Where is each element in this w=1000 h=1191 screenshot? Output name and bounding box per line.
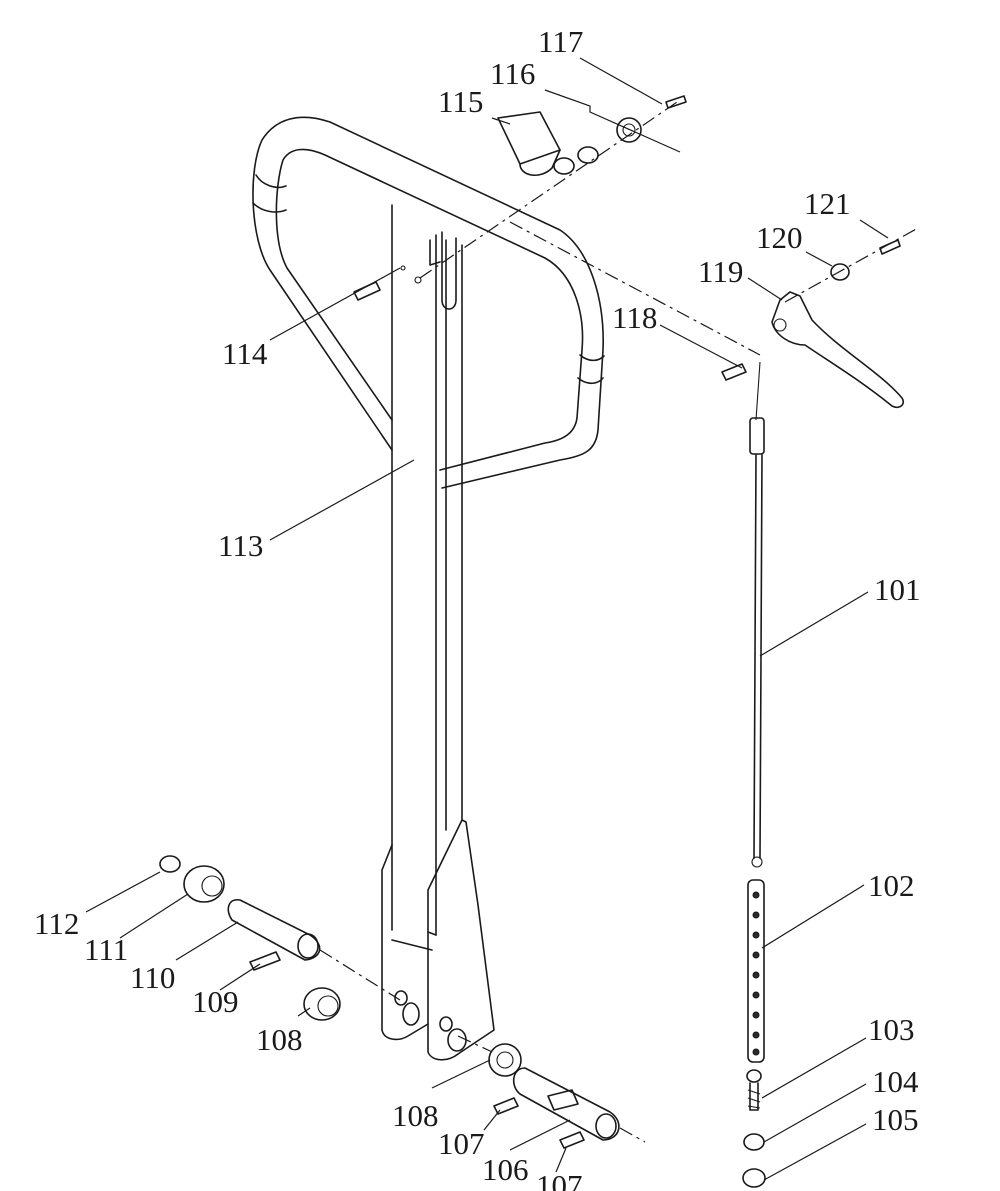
callout-107-lower: 107	[536, 1168, 583, 1191]
callout-109: 109	[192, 984, 239, 1019]
callout-105: 105	[872, 1102, 919, 1137]
chain-links	[752, 891, 760, 1056]
top-bracket-assembly	[419, 95, 687, 279]
callout-117: 117	[538, 24, 583, 59]
lower-right-axle-parts	[457, 1035, 646, 1149]
callout-102: 102	[868, 868, 915, 903]
callout-121: 121	[804, 186, 851, 221]
callout-114: 114	[222, 336, 268, 371]
callout-108-right: 108	[392, 1098, 439, 1133]
handle-frame	[252, 116, 605, 1061]
callout-labels: 117 116 115 121 120 119 118 114 113 101 …	[34, 24, 921, 1191]
callout-103: 103	[868, 1012, 915, 1047]
callout-113: 113	[218, 528, 263, 563]
callout-120: 120	[756, 220, 803, 255]
callout-112: 112	[34, 906, 79, 941]
pin-114	[353, 265, 422, 301]
callout-104: 104	[872, 1064, 919, 1099]
callout-110: 110	[130, 960, 175, 995]
leader-lines	[85, 57, 889, 1181]
callout-111: 111	[84, 932, 128, 967]
lever-assembly	[509, 221, 919, 409]
lower-left-axle-parts	[159, 855, 453, 1032]
callout-116: 116	[490, 56, 535, 91]
callout-101: 101	[874, 572, 921, 607]
callout-119: 119	[698, 254, 743, 289]
callout-108-left: 108	[256, 1022, 303, 1057]
pull-rod-assembly	[742, 361, 766, 1188]
callout-118: 118	[612, 300, 657, 335]
callout-106: 106	[482, 1152, 529, 1187]
callout-107-upper: 107	[438, 1126, 485, 1161]
callout-115: 115	[438, 84, 483, 119]
